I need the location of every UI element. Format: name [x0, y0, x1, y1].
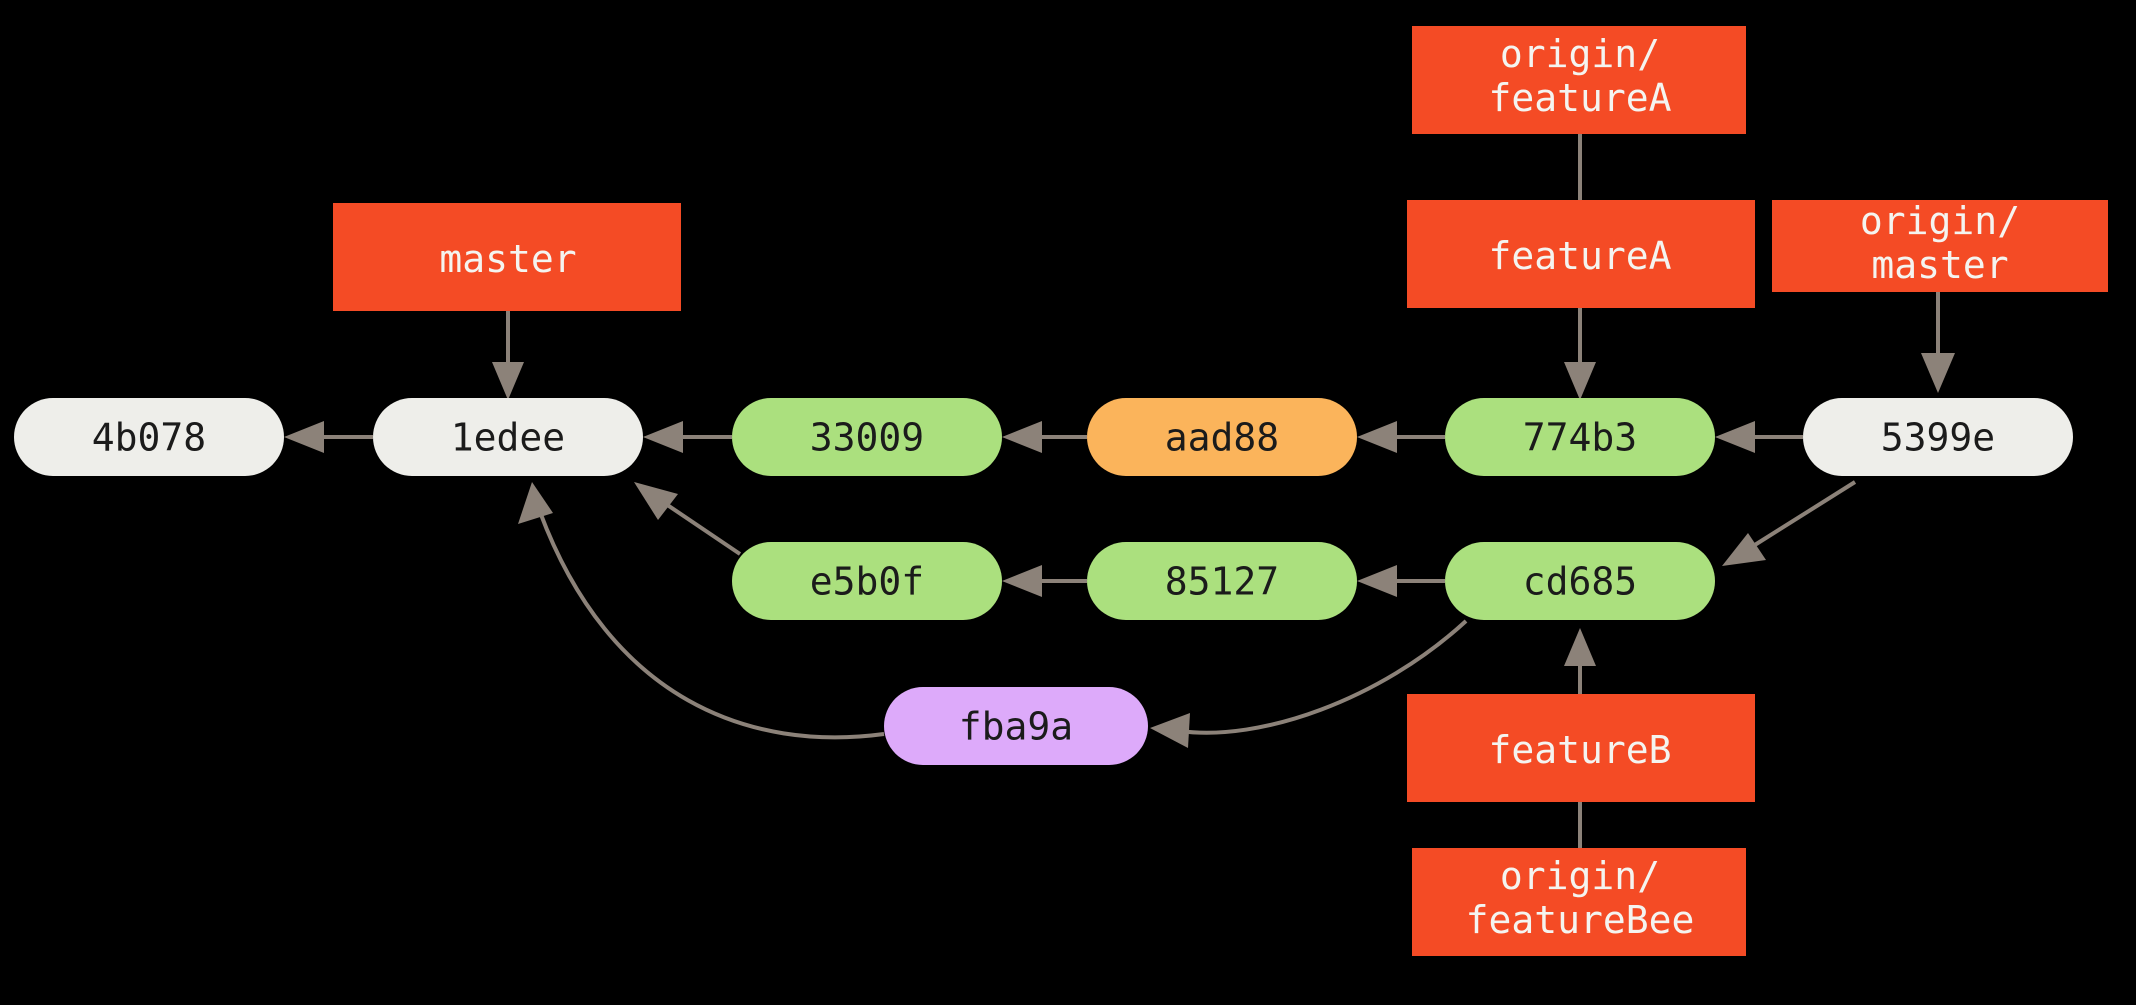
commit-shape — [1445, 398, 1715, 476]
branch-shape — [1772, 200, 2108, 292]
branch-label-line: featureA — [1488, 76, 1671, 120]
commit-shape — [373, 398, 643, 476]
commit-node-774b3[interactable]: 774b3 — [1445, 398, 1715, 476]
commit-label: 774b3 — [1523, 416, 1637, 460]
edge-5399e-to-cd685 — [1722, 480, 1857, 566]
branch-shape — [1412, 26, 1746, 134]
branch-box-featureA[interactable]: featureA — [1407, 200, 1755, 308]
commit-node-4b078[interactable]: 4b078 — [14, 398, 284, 476]
commit-node-cd685[interactable]: cd685 — [1445, 542, 1715, 620]
commit-label: 85127 — [1165, 560, 1279, 604]
branch-label-line: featureBee — [1466, 898, 1695, 942]
commit-label: 33009 — [810, 416, 924, 460]
edge-featureB-to-cd685 — [1564, 628, 1596, 694]
edge-33009-to-1edee — [643, 421, 732, 453]
branch-label-line: master — [439, 237, 576, 281]
edge-master-to-1edee — [492, 311, 524, 400]
commit-label: 1edee — [451, 416, 565, 460]
edge-featureA-to-774b3 — [1564, 308, 1596, 400]
commit-shape — [14, 398, 284, 476]
edge-85127-to-e5b0f — [1002, 565, 1087, 597]
commit-node-85127[interactable]: 85127 — [1087, 542, 1357, 620]
edge-cd685-to-85127 — [1357, 565, 1445, 597]
edge-cd685-to-fba9a — [1150, 619, 1468, 748]
branch-box-master[interactable]: master — [333, 203, 681, 311]
commit-shape — [732, 398, 1002, 476]
edge-originmaster-to-5399e — [1921, 292, 1955, 393]
branch-box-featureB[interactable]: featureB — [1407, 694, 1755, 802]
branch-label-line: origin/ — [1500, 854, 1660, 898]
commit-shape — [732, 542, 1002, 620]
commit-shape — [1087, 542, 1357, 620]
commit-label: 5399e — [1881, 416, 1995, 460]
commit-label: fba9a — [959, 705, 1073, 749]
branch-shape — [1407, 200, 1755, 308]
branch-shape — [333, 203, 681, 311]
branch-layer: master origin/ featureA featureA origin/… — [333, 26, 2108, 956]
commit-node-fba9a[interactable]: fba9a — [884, 687, 1148, 765]
edge-e5b0f-to-1edee — [634, 482, 742, 556]
branch-label-line: origin/ — [1860, 199, 2020, 243]
edge-aad88-to-33009 — [1002, 421, 1087, 453]
branch-box-origin-featureBee[interactable]: origin/ featureBee — [1412, 848, 1746, 956]
edge-774b3-to-aad88 — [1357, 421, 1445, 453]
commit-shape — [1087, 398, 1357, 476]
commit-node-aad88[interactable]: aad88 — [1087, 398, 1357, 476]
edge-5399e-to-774b3 — [1715, 421, 1803, 453]
branch-label-line: origin/ — [1500, 32, 1660, 76]
commit-node-5399e[interactable]: 5399e — [1803, 398, 2073, 476]
branch-shape — [1407, 694, 1755, 802]
branch-shape — [1412, 848, 1746, 956]
branch-box-origin-featureA[interactable]: origin/ featureA — [1412, 26, 1746, 134]
commit-label: cd685 — [1523, 560, 1637, 604]
commit-shape — [1445, 542, 1715, 620]
branch-label-line: featureB — [1488, 728, 1671, 772]
branch-label-line: featureA — [1488, 234, 1671, 278]
commit-layer: 4b078 1edee 33009 aad88 774b3 5399e — [14, 398, 2073, 765]
commit-node-e5b0f[interactable]: e5b0f — [732, 542, 1002, 620]
edge-layer — [284, 134, 1955, 848]
commit-label: 4b078 — [92, 416, 206, 460]
commit-node-1edee[interactable]: 1edee — [373, 398, 643, 476]
edge-fba9a-to-1edee — [518, 482, 885, 740]
commit-shape — [884, 687, 1148, 765]
commit-node-33009[interactable]: 33009 — [732, 398, 1002, 476]
branch-box-origin-master[interactable]: origin/ master — [1772, 199, 2108, 292]
commit-shape — [1803, 398, 2073, 476]
edge-1edee-to-4b078 — [284, 421, 373, 453]
commit-label: e5b0f — [810, 560, 924, 604]
commit-label: aad88 — [1165, 416, 1279, 460]
branch-label-line: master — [1871, 243, 2008, 287]
